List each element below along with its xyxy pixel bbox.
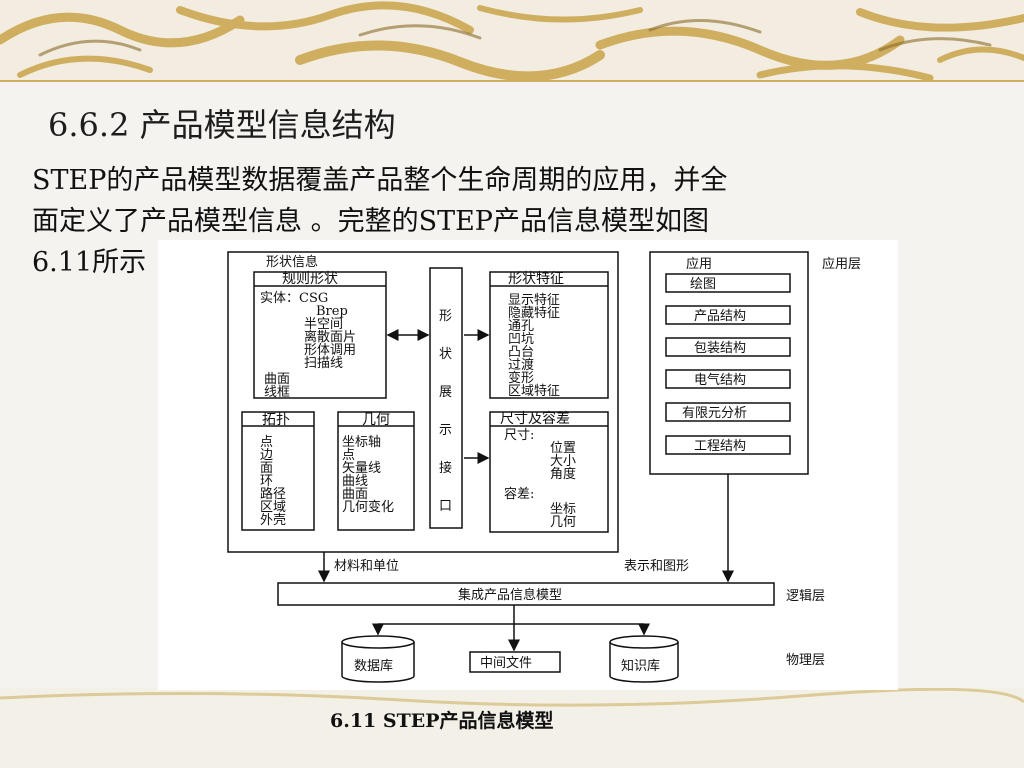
geometry-item: 曲面 [342,487,368,502]
rule-shape-line: 扫描线 [304,356,343,371]
layer-label-logical: 逻辑层 [786,589,825,604]
knowledge-base-label: 知识库 [621,658,660,674]
middle-file-label: 中间文件 [480,656,532,671]
dims-line: 坐标 [550,502,576,517]
step-model-diagram: 形状信息 规则形状 实体：CSG Brep 半空间 离散面片 形体调用 扫描线 … [227,251,861,683]
app-item: 绘图 [690,277,716,292]
database-label: 数据库 [354,658,393,674]
interface-char: 形 [439,309,452,324]
app-item-box [665,305,791,325]
dims-line: 大小 [550,454,576,469]
geometry-item: 坐标轴 [342,435,381,450]
layer-label-physical: 物理层 [786,653,825,668]
geometry-item: 点 [342,448,355,463]
rule-shape-line: 形体调用 [304,343,356,358]
app-item-box [665,369,791,389]
interface-char: 展 [439,385,452,400]
feature-item: 过渡 [508,357,534,373]
rule-shape-line: Brep [316,304,348,319]
feature-item: 区域特征 [508,384,560,399]
dims-line: 容差: [504,486,534,502]
app-item-box [665,435,791,455]
diagram-panel [158,240,898,690]
middle-file-box [469,651,561,673]
feature-item: 变形 [508,370,534,386]
knowledge-base-cylinder [609,642,679,683]
dims-line: 位置 [550,441,576,456]
slide-title: 6.6.2 产品模型信息结构 [48,106,396,144]
feature-item: 凸台 [508,345,534,360]
app-item-box [665,402,791,422]
feature-item: 通孔 [508,319,534,334]
body-text: STEP的产品模型数据覆盖产品整个生命周期的应用，并全 面定义了产品模型信息 。… [32,160,912,283]
link-representation: 表示和图形 [624,559,689,574]
app-item: 产品结构 [694,309,746,324]
dims-tolerance-title: 尺寸及容差 [500,410,570,427]
rule-shape-line: 线框 [264,385,290,400]
body-line: STEP的产品模型数据覆盖产品整个生命周期的应用，并全 [32,165,728,196]
body-line: 6.11所示 [32,247,147,278]
feature-item: 隐藏特征 [508,306,560,321]
link-materials: 材料和单位 [334,559,399,574]
app-item-box [665,273,791,293]
dims-line: 角度 [550,466,576,482]
shape-info-box [227,251,619,553]
decorative-banner [0,0,1024,82]
geometry-item: 矢量线 [342,461,381,476]
feature-item: 凹坑 [508,332,534,347]
app-item-box [665,337,791,357]
shape-features-box [489,271,609,399]
database-cylinder [341,642,415,683]
app-item: 工程结构 [694,439,746,454]
topology-item: 区域 [260,500,286,515]
interface-char: 示 [439,423,452,438]
display-interface-box [429,267,463,529]
topology-item: 外壳 [260,513,286,528]
interface-char: 口 [439,499,452,514]
topology-item: 环 [260,474,273,489]
topology-title: 拓扑 [262,412,290,428]
dims-line: 尺寸: [504,428,534,443]
dims-line: 几何 [550,514,576,530]
rule-shape-line: 离散面片 [304,329,356,345]
layer-label-application: 应用层 [822,256,861,272]
rule-shape-title: 规则形状 [282,271,338,287]
topology-item: 路径 [260,486,286,502]
rule-shape-line: 实体：CSG [260,291,328,306]
geometry-item: 曲线 [342,474,368,489]
topology-item: 面 [260,461,273,476]
integrated-model-label: 集成产品信息模型 [458,587,562,603]
body-line: 面定义了产品模型信息 。完整的STEP产品信息模型如图 [32,206,709,237]
rule-shape-box [253,271,387,399]
topology-item: 边 [260,448,273,463]
feature-item: 显示特征 [508,293,560,308]
geometry-item: 几何变化 [342,499,394,515]
topology-box [241,411,315,531]
shape-info-title: 形状信息 [266,254,318,270]
app-item: 有限元分析 [682,406,747,421]
application-title: 应用 [686,256,712,272]
application-box [649,251,809,475]
interface-char: 接 [439,460,452,476]
shape-features-title: 形状特征 [508,271,564,287]
geometry-box [337,411,415,531]
app-item: 电气结构 [694,372,746,388]
app-item: 包装结构 [694,341,746,356]
rule-shape-line: 半空间 [304,317,343,332]
geometry-title: 几何 [362,412,390,428]
integrated-model-box [277,582,775,606]
interface-char: 状 [439,347,452,362]
rule-shape-line: 曲面 [264,372,290,387]
decorative-bottom-band [0,688,1024,768]
dims-tolerance-box [489,411,609,533]
topology-item: 点 [260,435,273,450]
figure-caption: 6.11 STEP产品信息模型 [330,710,554,732]
